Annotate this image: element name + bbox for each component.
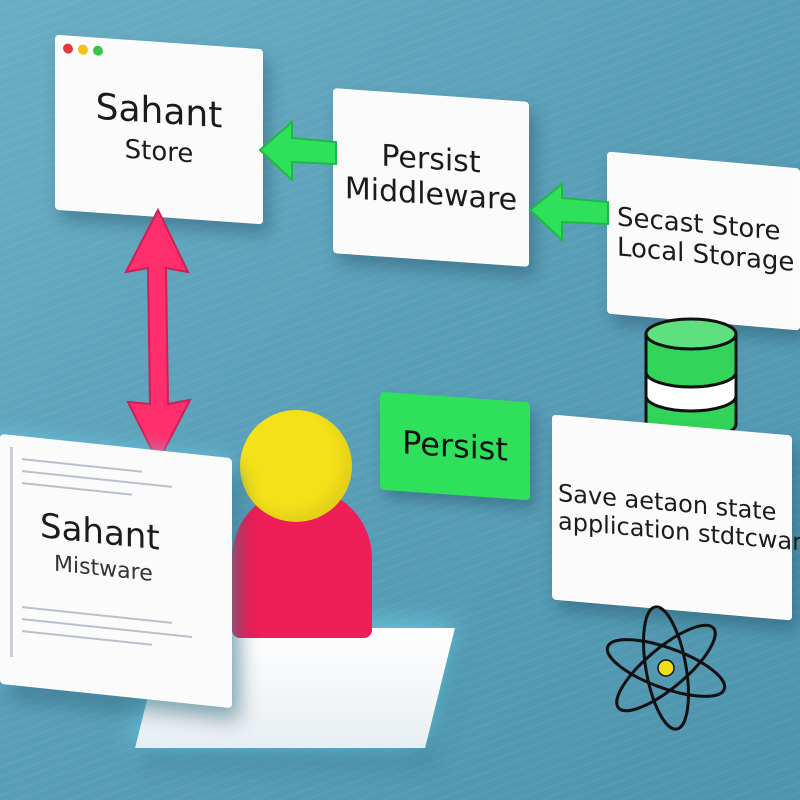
left-arrow-icon	[528, 181, 609, 243]
monitor-title: Sahant	[40, 506, 160, 559]
persist-badge: Persist	[380, 391, 530, 501]
store-card: Sahant Store	[55, 34, 263, 225]
persist-badge-label: Persist	[402, 423, 508, 469]
double-arrow-icon	[124, 207, 192, 465]
left-arrow-icon	[258, 119, 337, 183]
storage-card: Secast Store Local Storage	[607, 151, 800, 331]
monitor: Sahant Mistware	[0, 433, 232, 709]
store-card-title: Sahant	[95, 86, 223, 137]
window-dots-icon	[63, 43, 103, 57]
monitor-line	[22, 458, 142, 473]
monitor-line	[22, 630, 152, 646]
monitor-sidebar	[10, 446, 13, 658]
save-card: Save aetaon state application stdtcware	[552, 414, 800, 621]
atom-icon	[605, 605, 727, 731]
person-head	[240, 410, 352, 522]
store-card-subtitle: Store	[124, 134, 194, 170]
monitor-line	[22, 482, 132, 496]
middleware-card-subtitle: Middleware	[344, 170, 518, 218]
middleware-card: Persist Middleware	[333, 88, 529, 267]
